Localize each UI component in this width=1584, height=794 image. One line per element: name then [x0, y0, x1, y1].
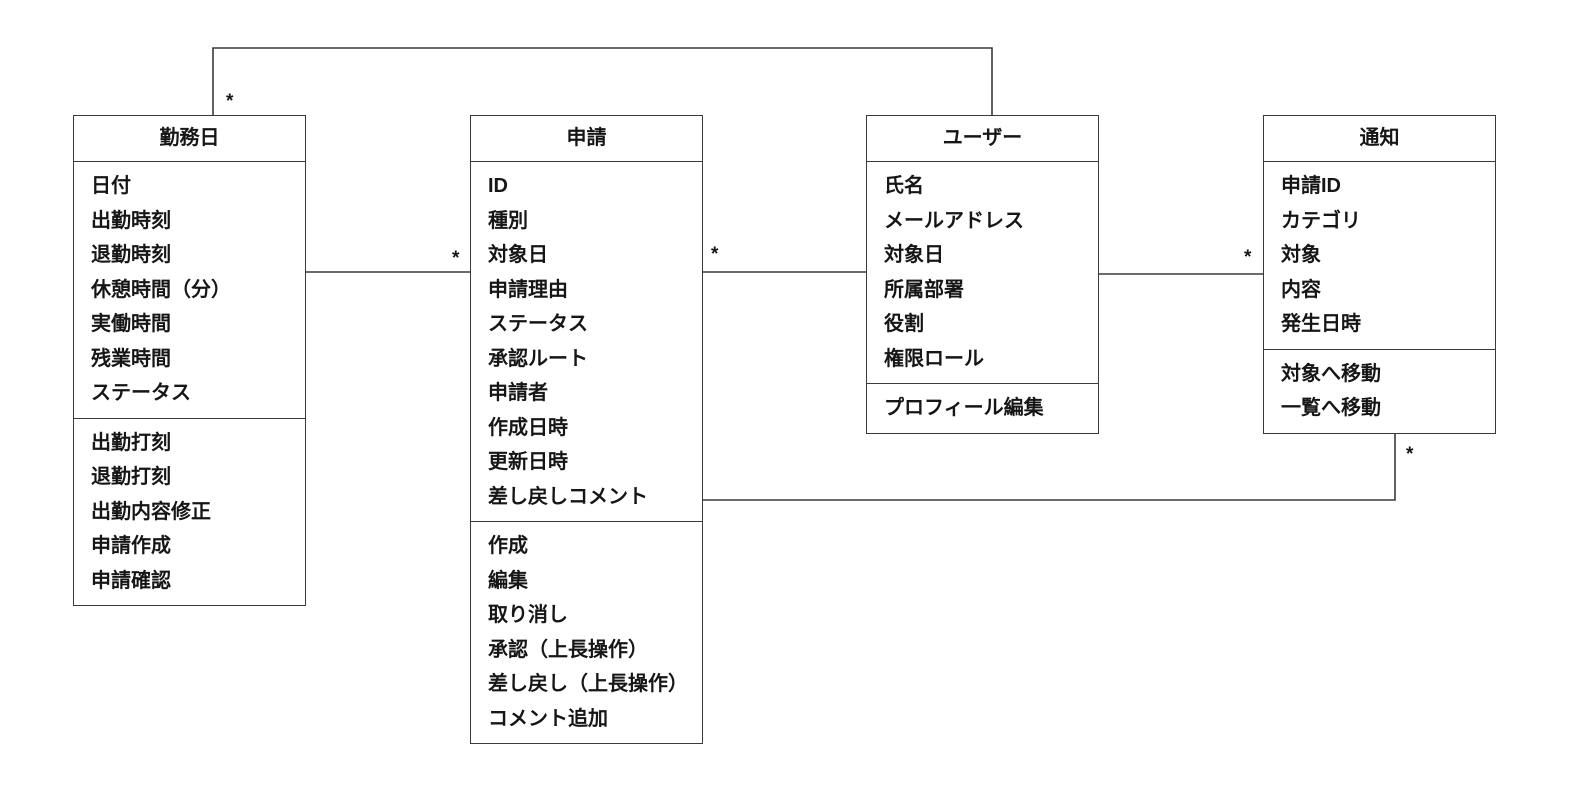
method-item: 作成 — [488, 535, 528, 557]
attribute-item: 申請理由 — [488, 278, 568, 301]
class-box-notification[interactable]: 通知 申請ID カテゴリ対象内容発生日時 対象へ移動一覧へ移動 — [1263, 115, 1496, 434]
method-item: プロフィール編集 — [884, 397, 1044, 419]
attribute-item: 所属部署 — [884, 278, 964, 301]
multiplicity-label: * — [1244, 247, 1252, 268]
class-title: 勤務日 — [74, 116, 305, 162]
attribute-list: 氏名メールアドレス対象日所属部署役割権限ロール — [867, 162, 1098, 384]
method-list: 作成編集取り消し承認（上長操作） 差し戻し（上長操作） コメント追加 — [471, 522, 702, 743]
method-item: 取り消し — [488, 604, 568, 626]
class-box-workday[interactable]: 勤務日 日付出勤時刻退勤時刻休憩時間（分） 実働時間残業時間ステータス 出勤打刻退… — [73, 115, 306, 606]
class-box-application[interactable]: 申請 ID 種別対象日申請理由ステータス承認ルート申請者作成日時更新日時差し戻しコ… — [470, 115, 703, 744]
attribute-item: ステータス — [488, 313, 588, 335]
method-item: 差し戻し（上長操作） — [488, 673, 688, 695]
attribute-list: 日付出勤時刻退勤時刻休憩時間（分） 実働時間残業時間ステータス — [74, 162, 305, 419]
class-title: ユーザー — [867, 116, 1098, 162]
method-item: 出勤内容修正 — [91, 500, 211, 523]
method-item: 申請作成 — [91, 535, 171, 557]
attribute-item: 差し戻しコメント — [488, 485, 648, 508]
attribute-item: メールアドレス — [884, 209, 1024, 232]
attribute-item: 実働時間 — [91, 313, 171, 335]
attribute-item: ステータス — [91, 382, 191, 404]
attribute-item: 内容 — [1281, 278, 1321, 301]
method-item: 編集 — [488, 569, 528, 592]
method-list: 出勤打刻退勤打刻出勤内容修正申請作成申請確認 — [74, 419, 305, 606]
attribute-item: 氏名 — [884, 175, 924, 197]
attribute-item: 役割 — [884, 313, 924, 335]
attribute-item: 申請ID — [1281, 175, 1341, 197]
method-list: プロフィール編集 — [867, 384, 1098, 433]
method-item: 申請確認 — [91, 569, 171, 592]
method-list: 対象へ移動一覧へ移動 — [1264, 350, 1495, 433]
attribute-item: 発生日時 — [1281, 313, 1361, 335]
class-box-user[interactable]: ユーザー 氏名メールアドレス対象日所属部署役割権限ロール プロフィール編集 — [866, 115, 1099, 434]
attribute-item: 対象日 — [488, 244, 548, 266]
connector-workday-user — [212, 47, 993, 120]
attribute-item: 残業時間 — [91, 347, 171, 370]
method-item: コメント追加 — [488, 707, 608, 730]
attribute-item: 権限ロール — [884, 347, 984, 370]
method-item: 承認（上長操作） — [488, 638, 648, 661]
attribute-item: 休憩時間（分） — [91, 278, 231, 301]
multiplicity-label: * — [1406, 444, 1414, 465]
class-title: 申請 — [471, 116, 702, 162]
class-title: 通知 — [1264, 116, 1495, 162]
attribute-item: 退勤時刻 — [91, 244, 171, 266]
attribute-item: 更新日時 — [488, 451, 568, 473]
attribute-item: 出勤時刻 — [91, 209, 171, 232]
attribute-item: 作成日時 — [488, 416, 568, 439]
connector-application-notification — [698, 424, 1396, 501]
method-item: 出勤打刻 — [91, 431, 171, 454]
attribute-item: 対象日 — [884, 244, 944, 266]
attribute-item: 対象 — [1281, 244, 1321, 266]
attribute-item: 承認ルート — [488, 347, 588, 370]
attribute-item: 種別 — [488, 209, 528, 232]
attribute-item: 申請者 — [488, 382, 548, 404]
method-item: 対象へ移動 — [1281, 362, 1381, 385]
attribute-item: 日付 — [91, 175, 131, 197]
multiplicity-label: * — [711, 244, 719, 265]
method-item: 退勤打刻 — [91, 466, 171, 488]
multiplicity-label: * — [226, 91, 234, 112]
multiplicity-label: * — [452, 248, 460, 269]
attribute-item: カテゴリ — [1281, 209, 1361, 232]
attribute-list: ID 種別対象日申請理由ステータス承認ルート申請者作成日時更新日時差し戻しコメント — [471, 162, 702, 522]
method-item: 一覧へ移動 — [1281, 397, 1381, 419]
attribute-list: 申請ID カテゴリ対象内容発生日時 — [1264, 162, 1495, 350]
attribute-item: ID — [488, 175, 508, 197]
